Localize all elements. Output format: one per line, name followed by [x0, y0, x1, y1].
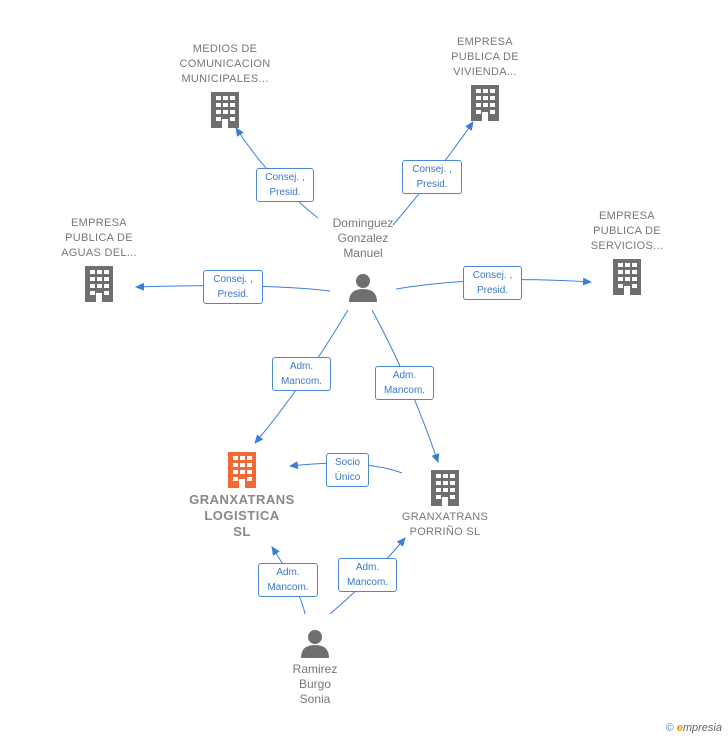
node-granxatrans-porrino[interactable]: GRANXATRANS PORRIÑO SL: [388, 470, 502, 540]
relation-label-vivienda[interactable]: Consej. , Presid.: [402, 160, 462, 194]
node-empresa-servicios[interactable]: EMPRESA PUBLICA DE SERVICIOS...: [570, 209, 684, 295]
node-granxatrans-logistica[interactable]: GRANXATRANS LOGISTICA SL: [180, 452, 304, 540]
brand-logo-text: mpresia: [682, 722, 722, 734]
node-logistica-label: GRANXATRANS LOGISTICA SL: [189, 492, 295, 539]
relation-label-ram-porrino[interactable]: Adm. Mancom.: [338, 558, 397, 592]
building-icon: [211, 92, 239, 128]
building-icon: [228, 452, 256, 488]
relation-label-ram-logistica[interactable]: Adm. Mancom.: [258, 563, 318, 597]
copyright-footer: © empresia: [666, 722, 722, 734]
person-icon: [349, 274, 377, 302]
building-icon: [85, 266, 113, 302]
relation-label-medios[interactable]: Consej. , Presid.: [256, 168, 314, 202]
brand-logo-initial: e: [676, 722, 683, 734]
relation-label-dom-porrino[interactable]: Adm. Mancom.: [375, 366, 434, 400]
building-icon: [431, 470, 459, 506]
node-empresa-vivienda[interactable]: EMPRESA PUBLICA DE VIVIENDA...: [428, 35, 542, 121]
building-icon: [613, 259, 641, 295]
relation-label-dom-logistica[interactable]: Adm. Mancom.: [272, 357, 331, 391]
relation-label-aguas[interactable]: Consej. , Presid.: [203, 270, 263, 304]
node-dominguez-gonzalez-manuel[interactable]: Dominguez Gonzalez Manuel: [318, 216, 408, 302]
node-ramirez-burgo-sonia[interactable]: Ramirez Burgo Sonia: [270, 628, 360, 707]
node-aguas-label: EMPRESA PUBLICA DE AGUAS DEL...: [61, 217, 137, 259]
node-dominguez-label: Dominguez Gonzalez Manuel: [332, 216, 394, 260]
node-porrino-label: GRANXATRANS PORRIÑO SL: [401, 511, 489, 538]
copyright-symbol: ©: [665, 722, 674, 734]
relation-label-socio-unico[interactable]: Socio Único: [326, 453, 369, 487]
node-vivienda-label: EMPRESA PUBLICA DE VIVIENDA...: [451, 36, 519, 78]
relation-label-servicios[interactable]: Consej. , Presid.: [463, 266, 522, 300]
person-icon: [301, 630, 329, 658]
node-empresa-aguas[interactable]: EMPRESA PUBLICA DE AGUAS DEL...: [42, 216, 156, 302]
building-icon: [471, 85, 499, 121]
node-servicios-label: EMPRESA PUBLICA DE SERVICIOS...: [590, 210, 664, 252]
node-medios-comunicacion[interactable]: MEDIOS DE COMUNICACION MUNICIPALES...: [168, 42, 282, 128]
node-medios-label: MEDIOS DE COMUNICACION MUNICIPALES...: [179, 43, 271, 85]
node-ramirez-label: Ramirez Burgo Sonia: [292, 662, 338, 706]
